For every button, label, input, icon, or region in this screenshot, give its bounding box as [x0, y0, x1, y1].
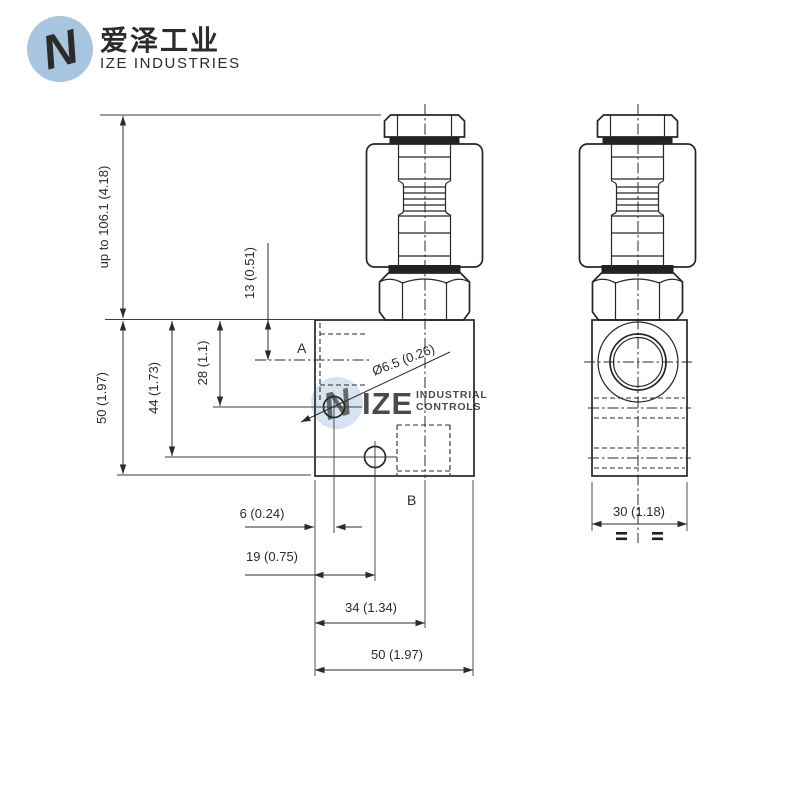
dim-overall-height: up to 106.1 (4.18)	[96, 166, 111, 269]
side-manifold-block	[591, 319, 688, 477]
watermark-controls-text: CONTROLS	[416, 401, 481, 413]
dim-port-a-centerline: 13 (0.51)	[242, 247, 257, 299]
front-manifold-block	[314, 319, 475, 477]
side-hidden-holes	[588, 397, 691, 469]
dim-body-depth: 30 (1.18)	[613, 504, 665, 519]
front-hidden-port-a	[319, 323, 368, 403]
watermark-logo-circle	[311, 377, 363, 429]
dim-hole-b-offset: 19 (0.75)	[246, 549, 298, 564]
front-dimension-lines	[119, 116, 473, 674]
front-hidden-cavity	[396, 424, 451, 475]
dim-body-width: 50 (1.97)	[371, 647, 423, 662]
dim-hole-a-offset: 6 (0.24)	[240, 506, 285, 521]
watermark: N IZE INDUSTRIAL CONTROLS	[311, 377, 488, 429]
dim-body-height: 50 (1.97)	[94, 372, 109, 424]
dim-hole-a-centerline: 28 (1.1)	[195, 341, 210, 386]
watermark-ize-text: IZE	[362, 386, 413, 421]
dim-hole-b-centerline: 44 (1.73)	[146, 362, 161, 414]
front-extension-lines	[100, 114, 474, 676]
dim-cavity-offset: 34 (1.34)	[345, 600, 397, 615]
brand-logo: N 爱泽工业 IZE INDUSTRIES	[27, 16, 241, 82]
brand-name-chinese: 爱泽工业	[100, 25, 220, 56]
dim-hole-diameter: Ø6.5 (0.26)	[370, 341, 437, 379]
watermark-industrial-text: INDUSTRIAL	[416, 389, 488, 401]
port-a-label: A	[297, 340, 307, 356]
port-b-label: B	[407, 492, 416, 508]
brand-logo-mark-circle	[27, 16, 93, 82]
symmetry-marks	[616, 532, 663, 541]
brand-name-english: IZE INDUSTRIES	[100, 55, 241, 72]
side-view: 30 (1.18)	[578, 104, 697, 543]
